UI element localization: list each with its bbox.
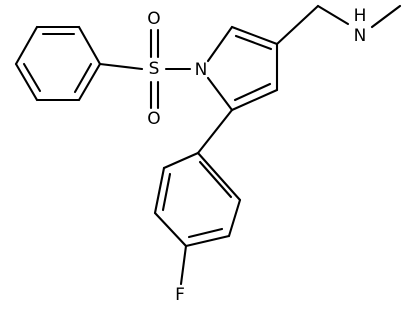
bond (275, 4, 320, 46)
fluorine-atom-label: F (175, 285, 185, 305)
oxygen-atom-label-top: O (147, 9, 160, 29)
bond (162, 151, 200, 170)
bond (14, 62, 39, 102)
bond-inner (187, 227, 224, 239)
bond (14, 25, 39, 66)
amine-nitrogen-label: N (354, 26, 367, 46)
bond (184, 234, 231, 248)
bond (196, 151, 242, 202)
bond-inner (198, 160, 233, 199)
methylaminomethyl-chain (275, 4, 402, 46)
bond (153, 166, 166, 215)
pyrrole-ring (206, 25, 279, 112)
bond (77, 62, 102, 102)
bond-carbon-fluorine (179, 244, 188, 286)
phenyl-ring (14, 25, 102, 102)
bond (227, 198, 242, 238)
bond (316, 4, 350, 26)
bond-pyrrole-aryl (196, 108, 234, 155)
fluorophenyl-ring (153, 151, 242, 248)
bond (230, 88, 279, 112)
sulfonyl-oxygens (149, 28, 160, 110)
bond (206, 25, 234, 63)
pyrrole-nitrogen-label: N (195, 60, 208, 80)
bond (77, 25, 102, 66)
bond-inner (161, 172, 172, 212)
bond (230, 25, 279, 46)
bond-inner (73, 62, 93, 94)
bond (153, 211, 188, 248)
bond (206, 76, 234, 112)
amine-hydrogen-label: H (354, 6, 367, 26)
bond-inner (234, 34, 273, 51)
bond (370, 4, 402, 29)
bond-inner (233, 82, 272, 102)
bond-phenyl-sulfur (98, 62, 144, 71)
sulfur-atom-label: S (149, 59, 160, 79)
bond-inner (22, 62, 42, 93)
oxygen-atom-label-bottom: O (147, 109, 160, 129)
